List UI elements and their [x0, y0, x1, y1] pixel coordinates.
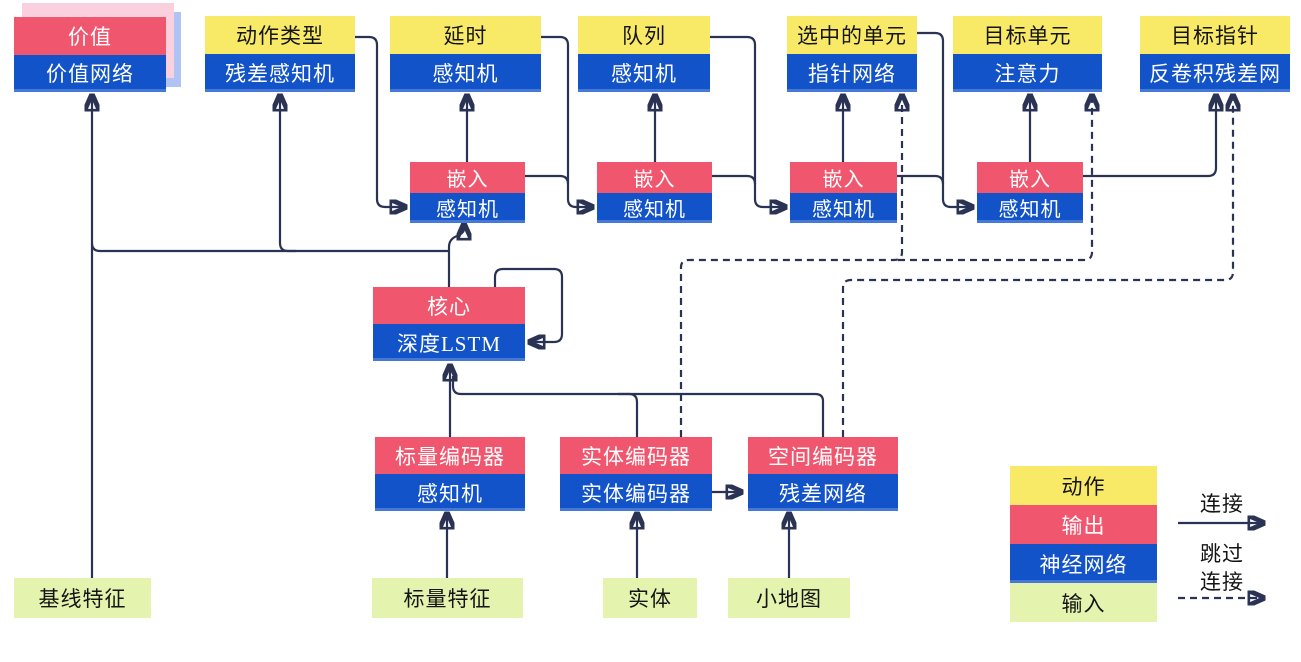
legend-skip-label-line2: 连接 [1200, 570, 1244, 594]
input-entities: 实体 [603, 578, 697, 618]
edge-core-to-embed1 [447, 226, 464, 287]
head-value-label: 价值 [14, 17, 166, 55]
head-queue-node: 队列 感知机 [578, 16, 710, 92]
input-baseline-features: 基线特征 [14, 578, 151, 618]
edge-core-self-loop [493, 267, 564, 342]
head-target-unit-network-label: 注意力 [953, 54, 1102, 92]
entity-encoder-node: 实体编码器 实体编码器 [560, 437, 712, 511]
legend-action-label: 动作 [1010, 466, 1157, 505]
embed4-network-label: 感知机 [977, 192, 1083, 223]
legend-color-key: 动作 输出 神经网络 输入 [1010, 466, 1157, 622]
head-delay-label: 延时 [390, 16, 541, 54]
edge-actiontype-to-embed1 [355, 35, 404, 207]
head-selected-units-node: 选中的单元 指针网络 [787, 16, 917, 92]
embed4-label: 嵌入 [977, 162, 1083, 193]
head-action-type-node: 动作类型 残差感知机 [205, 16, 355, 92]
legend-output-label: 输出 [1010, 505, 1157, 544]
legend-connection-label: 连接 [1200, 492, 1244, 516]
head-target-unit-node: 目标单元 注意力 [953, 16, 1102, 92]
embed4-node: 嵌入 感知机 [977, 162, 1083, 223]
embed2-network-label: 感知机 [597, 192, 712, 223]
core-label: 核心 [373, 287, 525, 324]
embed2-label: 嵌入 [597, 162, 712, 193]
edge-queue-to-embed3 [710, 35, 784, 207]
head-value-network-label: 价值网络 [14, 54, 166, 92]
entity-encoder-label: 实体编码器 [560, 437, 712, 474]
embed1-label: 嵌入 [410, 162, 525, 193]
head-action-type-network-label: 残差感知机 [205, 54, 355, 92]
edge-core-bus-left [90, 242, 449, 253]
scalar-encoder-label: 标量编码器 [375, 437, 525, 474]
edge-embed3-merge [897, 174, 945, 185]
head-delay-network-label: 感知机 [390, 54, 541, 92]
entity-encoder-network-label: 实体编码器 [560, 474, 712, 511]
embed1-node: 嵌入 感知机 [410, 162, 525, 223]
edge-embed1-merge [525, 174, 570, 185]
skip-entityencoder-to-targetunit [898, 97, 1092, 262]
embed3-network-label: 感知机 [790, 192, 897, 223]
spatial-encoder-network-label: 残差网络 [748, 474, 898, 511]
core-node: 核心 深度LSTM [373, 287, 525, 361]
edge-embed2-merge [712, 174, 757, 185]
scalar-encoder-network-label: 感知机 [375, 474, 525, 511]
head-target-point-node: 目标指针 反卷积残差网 [1140, 16, 1290, 92]
input-scalar-features: 标量特征 [372, 578, 523, 618]
head-value-node: 价值 价值网络 [14, 17, 166, 92]
edge-embed4-to-targetpoint [1083, 97, 1216, 178]
input-minimap: 小地图 [728, 578, 850, 618]
edge-delay-to-embed2 [541, 35, 591, 207]
edge-spatialencoder-bus [451, 376, 825, 437]
embed1-network-label: 感知机 [410, 192, 525, 223]
embed2-node: 嵌入 感知机 [597, 162, 712, 223]
embed3-node: 嵌入 感知机 [790, 162, 897, 223]
head-target-unit-label: 目标单元 [953, 16, 1102, 54]
edge-bus-to-actiontype [280, 97, 296, 253]
spatial-encoder-node: 空间编码器 残差网络 [748, 437, 898, 511]
embed3-label: 嵌入 [790, 162, 897, 193]
legend-skip-label-line1: 跳过 [1200, 542, 1244, 566]
legend-input-label: 输入 [1010, 583, 1157, 622]
core-network-label: 深度LSTM [373, 324, 525, 361]
legend-neural-network-label: 神经网络 [1010, 544, 1157, 583]
skip-spatialencoder-to-targetpoint [841, 97, 1233, 437]
edge-selectedunits-to-embed4 [917, 31, 971, 207]
head-action-type-label: 动作类型 [205, 16, 355, 54]
head-target-point-network-label: 反卷积残差网 [1140, 54, 1290, 92]
spatial-encoder-label: 空间编码器 [748, 437, 898, 474]
skip-entityencoder-to-selectedunits [679, 97, 902, 437]
edge-entityencoder-merge [618, 392, 639, 437]
head-queue-network-label: 感知机 [578, 54, 710, 92]
head-target-point-label: 目标指针 [1140, 16, 1290, 54]
head-selected-units-label: 选中的单元 [787, 16, 917, 54]
head-selected-units-network-label: 指针网络 [787, 54, 917, 92]
scalar-encoder-node: 标量编码器 感知机 [375, 437, 525, 511]
head-queue-label: 队列 [578, 16, 710, 54]
head-delay-node: 延时 感知机 [390, 16, 541, 92]
